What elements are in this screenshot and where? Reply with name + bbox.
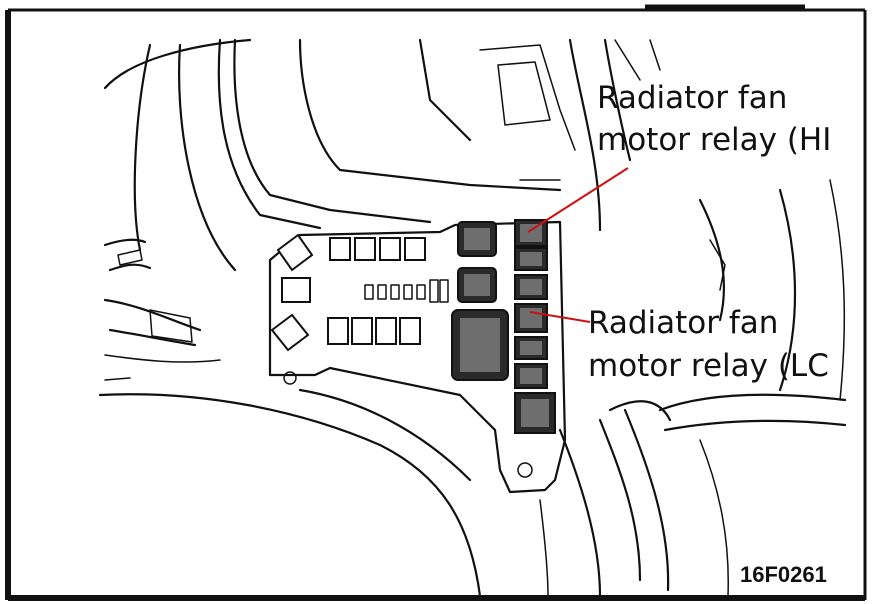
callout-hi-line2: motor relay (HI: [597, 122, 831, 158]
callout-lo-line2: motor relay (LC: [588, 348, 829, 384]
figure-frame: [5, 4, 867, 601]
body-panels: [98, 38, 847, 598]
callout-leaders: [527, 167, 629, 323]
relay-box-assembly: [268, 219, 567, 494]
figure-code: 16F0261: [740, 562, 827, 587]
callout-lo-line1: Radiator fan: [588, 305, 778, 341]
right-relay-column: [514, 219, 556, 434]
callout-hi-line1: Radiator fan: [597, 80, 787, 116]
